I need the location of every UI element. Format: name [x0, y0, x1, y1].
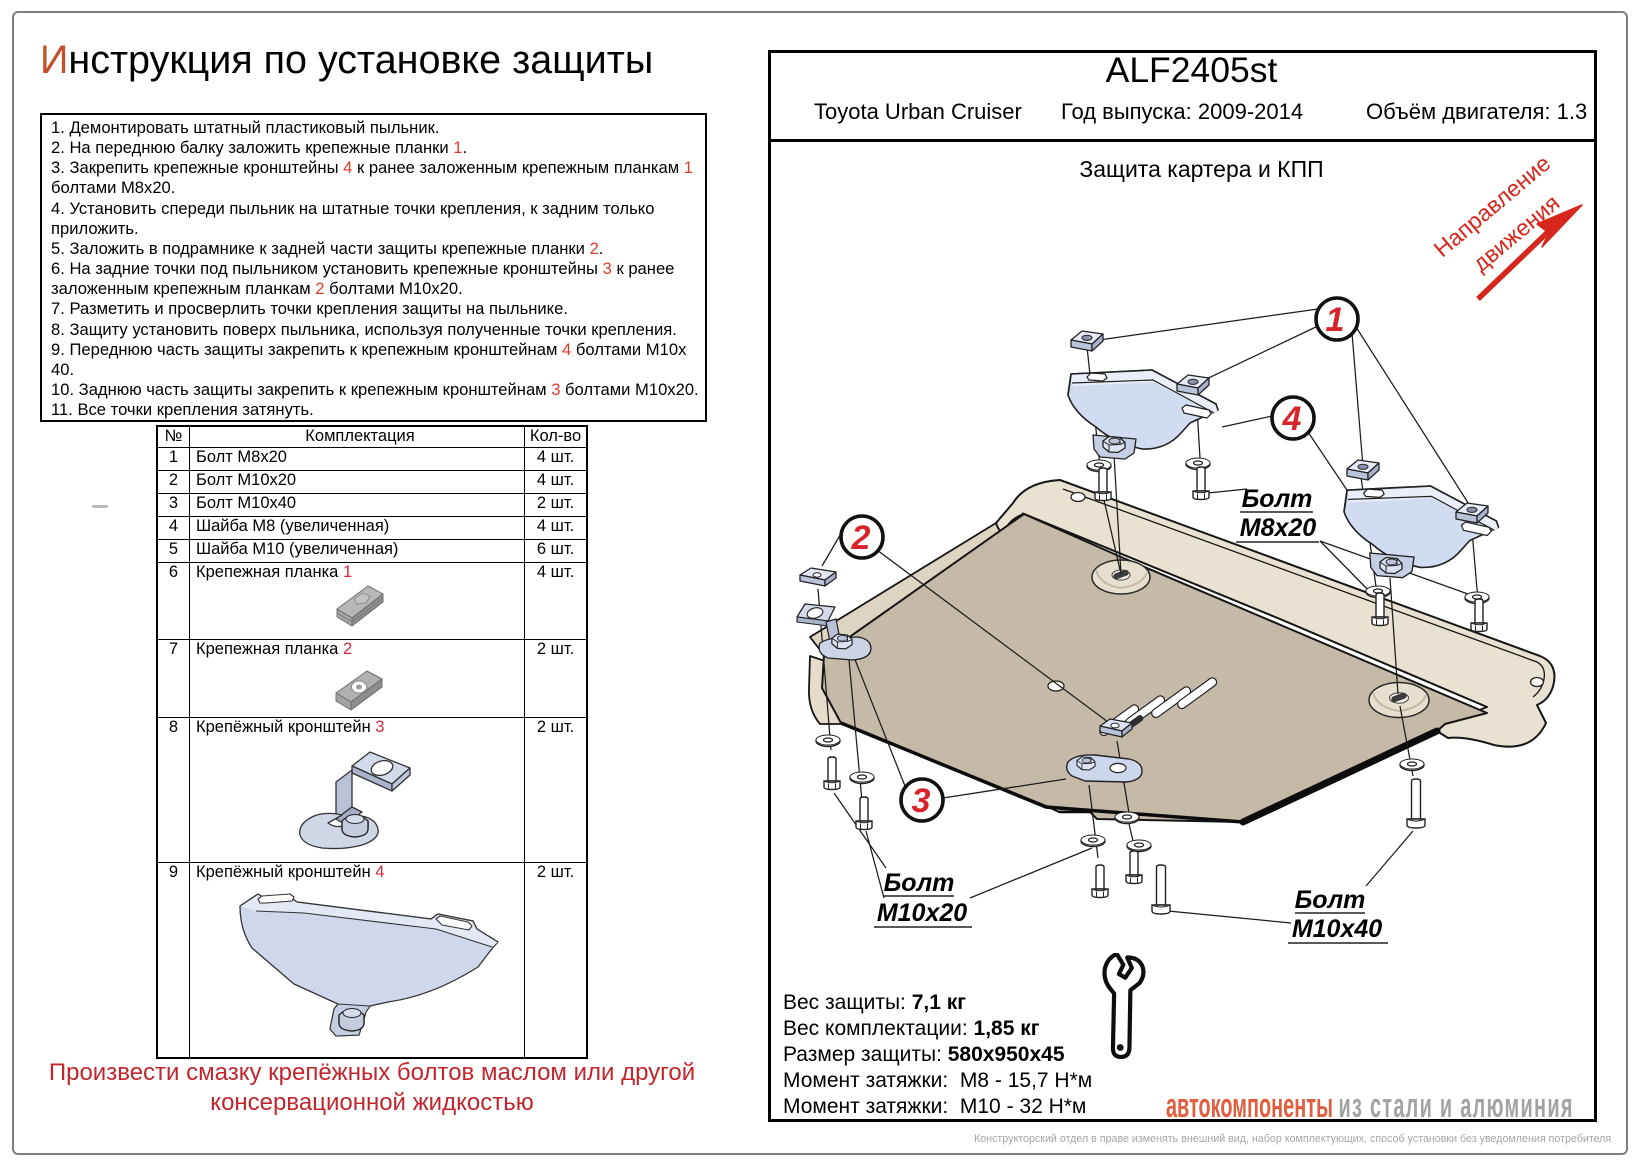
svg-text:3: 3 [912, 782, 931, 820]
svg-text:Болт: Болт [884, 869, 955, 897]
svg-text:1: 1 [1326, 301, 1345, 339]
svg-text:Болт: Болт [1242, 485, 1313, 513]
svg-text:4: 4 [1282, 400, 1302, 438]
svg-text:2: 2 [851, 519, 871, 557]
svg-text:М10х40: М10х40 [1292, 915, 1382, 943]
svg-text:М10х20: М10х20 [877, 899, 967, 927]
svg-text:М8х20: М8х20 [1240, 514, 1317, 542]
svg-text:Болт: Болт [1295, 886, 1366, 914]
